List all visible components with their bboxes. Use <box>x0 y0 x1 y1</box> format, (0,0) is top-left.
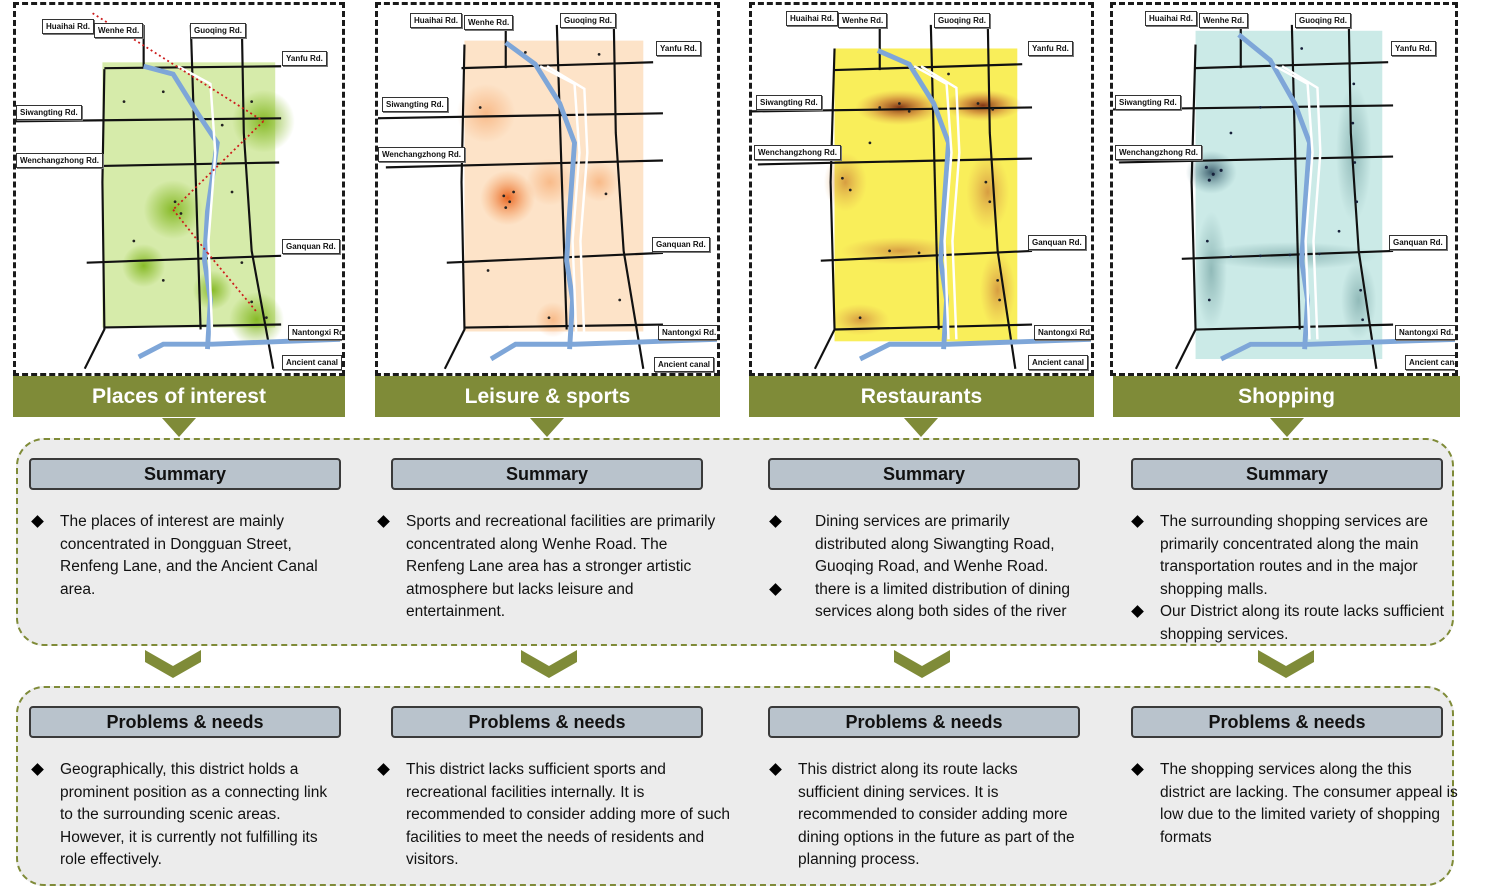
category-banner-restaurants: Restaurants <box>749 376 1094 417</box>
road-label-siwangting: Siwangting Rd. <box>756 95 822 110</box>
road-label-canal: Ancient canal <box>282 355 342 370</box>
problems-header-restaurants: Problems & needs <box>768 706 1080 738</box>
problems-list-restaurants: This district along its route lacks suff… <box>768 759 1080 872</box>
diamond-bullet-icon <box>377 763 390 776</box>
road-label-siwangting: Siwangting Rd. <box>16 105 82 120</box>
arrow-down-icon <box>1270 418 1304 437</box>
road-label-siwangting: Siwangting Rd. <box>382 97 448 112</box>
diamond-bullet-icon <box>1131 763 1144 776</box>
problems-list-places: Geographically, this district holds a pr… <box>30 759 342 872</box>
list-item: This district along its route lacks suff… <box>768 759 1080 872</box>
road-label-wenchangzhong: Wenchangzhong Rd. <box>16 153 103 168</box>
road-label-wenhe: Wenhe Rd. <box>1199 13 1249 28</box>
heatmap-restaurants <box>752 24 1091 370</box>
chevron-down-icon <box>1258 650 1314 678</box>
list-item: The places of interest are mainly concen… <box>30 511 342 601</box>
road-label-canal: Ancient canal <box>1028 355 1089 370</box>
list-item: This district lacks sufficient sports an… <box>376 759 736 872</box>
problems-list-shopping: The shopping services along the this dis… <box>1130 759 1460 849</box>
list-item: The surrounding shopping services are pr… <box>1130 511 1458 601</box>
heatmap-shopping <box>1113 24 1455 370</box>
map-panel-leisure-sports: Huaihai Rd. Wenhe Rd. Guoqing Rd. Yanfu … <box>375 2 720 376</box>
road-label-huaihai: Huaihai Rd. <box>786 11 839 26</box>
summary-header-places: Summary <box>29 458 341 490</box>
chevron-down-icon <box>894 650 950 678</box>
summary-list-restaurants: Dining services are primarily distribute… <box>768 511 1080 624</box>
heatmap-places-of-interest <box>16 12 341 370</box>
list-item: there is a limited distribution of dinin… <box>768 579 1080 624</box>
category-banner-shopping: Shopping <box>1113 376 1460 417</box>
arrow-down-icon <box>530 418 564 437</box>
road-label-ganquan: Ganquan Rd. <box>1389 235 1447 250</box>
road-label-guoqing: Guoqing Rd. <box>1295 13 1351 28</box>
problems-header-shopping: Problems & needs <box>1131 706 1443 738</box>
map-panel-places-of-interest: Huaihai Rd. Wenhe Rd. Guoqing Rd. Yanfu … <box>13 2 345 376</box>
road-label-huaihai: Huaihai Rd. <box>410 13 463 28</box>
road-label-huaihai: Huaihai Rd. <box>1145 11 1198 26</box>
road-label-wenchangzhong: Wenchangzhong Rd. <box>1115 145 1202 160</box>
road-label-wenhe: Wenhe Rd. <box>94 23 144 38</box>
category-banner-leisure: Leisure & sports <box>375 376 720 417</box>
road-label-canal: Ancient canal <box>1405 355 1455 370</box>
summary-list-shopping: The surrounding shopping services are pr… <box>1130 511 1458 646</box>
list-item: Our District along its route lacks suffi… <box>1130 601 1458 646</box>
diamond-bullet-icon <box>769 582 782 596</box>
road-label-nantongxi: Nantongxi Rd. <box>658 325 717 340</box>
problems-header-places: Problems & needs <box>29 706 341 738</box>
problems-header-leisure: Problems & needs <box>391 706 703 738</box>
summary-list-places: The places of interest are mainly concen… <box>30 511 342 601</box>
road-label-guoqing: Guoqing Rd. <box>190 23 246 38</box>
road-label-huaihai: Huaihai Rd. <box>42 19 95 34</box>
road-label-wenhe: Wenhe Rd. <box>838 13 888 28</box>
problems-list-leisure: This district lacks sufficient sports an… <box>376 759 736 872</box>
diamond-bullet-icon <box>769 763 782 776</box>
arrow-down-icon <box>162 418 196 437</box>
summary-header-shopping: Summary <box>1131 458 1443 490</box>
road-label-nantongxi: Nantongxi Rd. <box>1395 325 1455 340</box>
category-banner-places: Places of interest <box>13 376 345 417</box>
list-item: The shopping services along the this dis… <box>1130 759 1460 849</box>
map-panel-shopping: Huaihai Rd. Wenhe Rd. Guoqing Rd. Yanfu … <box>1110 2 1458 376</box>
map-panel-restaurants: Huaihai Rd. Wenhe Rd. Guoqing Rd. Yanfu … <box>749 2 1094 376</box>
road-label-yanfu: Yanfu Rd. <box>1391 41 1436 56</box>
road-label-guoqing: Guoqing Rd. <box>560 13 616 28</box>
list-item: Sports and recreational facilities are p… <box>376 511 726 624</box>
chevron-down-icon <box>521 650 577 678</box>
list-item: Geographically, this district holds a pr… <box>30 759 342 872</box>
road-label-wenhe: Wenhe Rd. <box>464 15 514 30</box>
diamond-bullet-icon <box>31 515 44 528</box>
road-label-wenchangzhong: Wenchangzhong Rd. <box>754 145 841 160</box>
road-label-canal: Ancient canal <box>654 357 715 372</box>
road-label-ganquan: Ganquan Rd. <box>282 239 340 254</box>
road-label-wenchangzhong: Wenchangzhong Rd. <box>378 147 465 162</box>
road-label-yanfu: Yanfu Rd. <box>282 51 327 66</box>
road-label-nantongxi: Nantongxi Rd. <box>288 325 342 340</box>
diamond-bullet-icon <box>1131 515 1144 528</box>
diamond-bullet-icon <box>1131 605 1144 618</box>
summary-list-leisure: Sports and recreational facilities are p… <box>376 511 726 624</box>
road-label-yanfu: Yanfu Rd. <box>656 41 701 56</box>
road-label-nantongxi: Nantongxi Rd. <box>1034 325 1091 340</box>
list-item: Dining services are primarily distribute… <box>768 511 1080 579</box>
summary-header-leisure: Summary <box>391 458 703 490</box>
road-label-siwangting: Siwangting Rd. <box>1115 95 1181 110</box>
diamond-bullet-icon <box>769 515 782 528</box>
road-label-ganquan: Ganquan Rd. <box>652 237 710 252</box>
diamond-bullet-icon <box>31 763 44 776</box>
road-label-ganquan: Ganquan Rd. <box>1028 235 1086 250</box>
chevron-down-icon <box>145 650 201 678</box>
road-label-guoqing: Guoqing Rd. <box>934 13 990 28</box>
heatmap-leisure-sports <box>378 24 717 370</box>
road-label-yanfu: Yanfu Rd. <box>1028 41 1073 56</box>
arrow-down-icon <box>904 418 938 437</box>
diamond-bullet-icon <box>377 515 390 528</box>
summary-header-restaurants: Summary <box>768 458 1080 490</box>
